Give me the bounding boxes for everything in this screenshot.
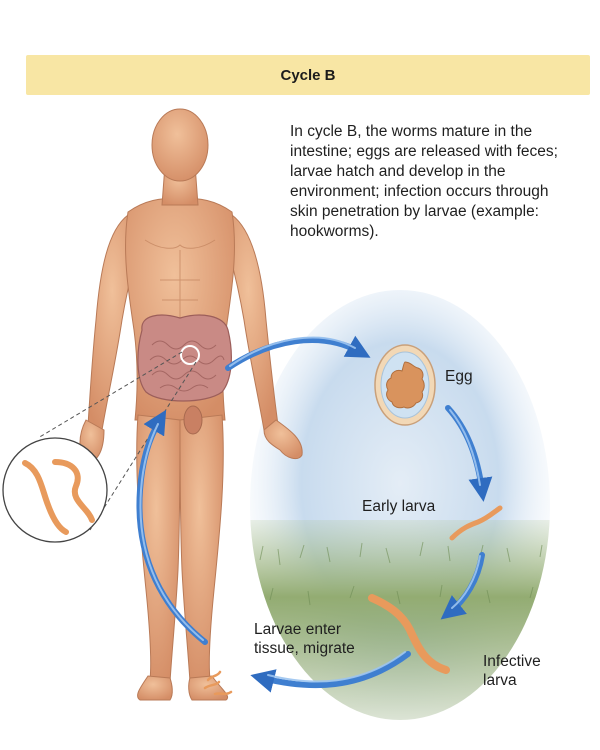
arrow-infective-to-skin [250, 651, 411, 693]
cycle-title: Cycle B [280, 66, 336, 84]
human-figure [79, 108, 303, 701]
intestine [137, 314, 232, 402]
magnified-worms-inset [2, 437, 108, 543]
arrow-early-larva-to-infective [440, 552, 485, 620]
groin [183, 405, 203, 435]
infective-larva-label: Infective larva [483, 652, 541, 690]
egg-illustration [374, 344, 436, 426]
infective-larva-label-line2: larva [483, 672, 517, 689]
muscle-detail [144, 239, 216, 330]
larvae-enter-label-line1: Larvae enter [254, 621, 342, 638]
larvae-enter-label: Larvae enter tissue, migrate [254, 620, 355, 658]
larvae-enter-label-line2: tissue, migrate [254, 640, 355, 657]
arrow-intestine-to-egg [225, 335, 371, 371]
early-larva-label: Early larva [362, 498, 436, 515]
egg-label: Egg [445, 368, 473, 385]
cycle-description: In cycle B, the worms mature in the inte… [290, 123, 558, 240]
magnifier-guide-lines [37, 351, 197, 531]
larvae-at-foot [203, 670, 233, 696]
early-larva-illustration [449, 505, 503, 541]
cycle-title-banner: Cycle B [26, 55, 590, 95]
magnifier-focus-ring [180, 345, 200, 365]
infective-larva-label-line1: Infective [483, 653, 541, 670]
infective-larva-illustration [368, 594, 450, 674]
